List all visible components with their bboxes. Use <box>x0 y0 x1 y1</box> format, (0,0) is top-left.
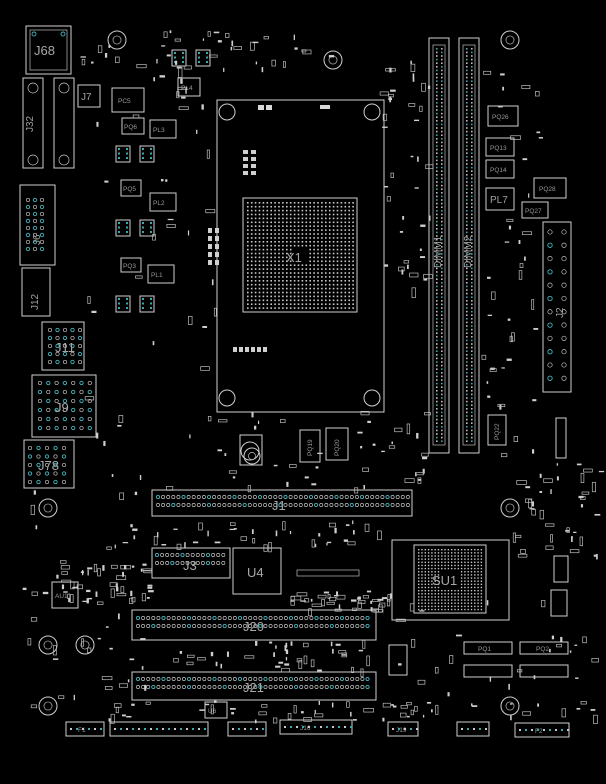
x1-label: X1 <box>286 250 302 265</box>
chip-u4: U4 <box>232 547 360 595</box>
pq28-label: PQ28 <box>539 186 556 193</box>
j6-label: J6 <box>32 234 43 245</box>
connector-j11: J11 <box>41 321 85 371</box>
header-j3: J3 <box>151 547 231 579</box>
pcie-slot-j1: J1 <box>151 489 413 517</box>
pcie-slot-j20: J20 <box>131 609 377 641</box>
j1-label: J1 <box>272 498 286 513</box>
pl2-label: PL2 <box>153 200 165 207</box>
dimm1-label: DIMM1 <box>433 235 444 268</box>
pq27-label: PQ27 <box>525 208 542 215</box>
dimm-slot-1: DIMM1 <box>428 37 450 454</box>
pc5-label: PC5 <box>118 98 131 105</box>
pq14-label: PQ14 <box>490 167 507 174</box>
pq20-label: PQ20 <box>334 439 341 456</box>
pl1-label: PL1 <box>151 272 163 279</box>
connector-j9: J9 <box>31 374 97 438</box>
chipset-su1: SU1 <box>391 539 510 621</box>
bottom-right-components: PQ1 PQ2 <box>388 417 569 678</box>
passive-components <box>22 30 605 724</box>
j2-label: J2 <box>555 307 566 318</box>
connector-j32: J32 <box>22 77 75 169</box>
j12-label: J12 <box>30 293 41 310</box>
j68-label: J68 <box>34 43 55 58</box>
dimm-slot-2: DIMM2 <box>458 37 480 454</box>
bottom-headers: F1 J16 J19 F2 <box>65 719 570 738</box>
pq2-label: PQ2 <box>536 646 549 653</box>
u6-label: U6 <box>208 708 217 715</box>
pl7-label: PL7 <box>490 195 508 206</box>
pq22-label: PQ22 <box>494 423 501 440</box>
j3-label: J3 <box>183 558 197 573</box>
cpu-socket: X1 <box>216 99 385 413</box>
connector-j7: J7 <box>77 84 101 108</box>
mid-components: PQ19 PQ20 <box>239 427 349 466</box>
cpu-pin-grid <box>247 202 354 309</box>
pq13-label: PQ13 <box>490 145 507 152</box>
pq6-label: PQ6 <box>124 124 137 131</box>
right-power-components: PQ26 PQ13 PQ14 PQ28 PL7 PQ27 PQ22 <box>485 105 567 446</box>
j20-label: J20 <box>243 619 264 634</box>
pq5-label: PQ5 <box>123 186 136 193</box>
mounting-points <box>38 30 520 716</box>
pq1b-label: PQ1 <box>478 646 491 653</box>
j21-label: J21 <box>243 680 264 695</box>
j16-label: J16 <box>300 725 311 732</box>
connector-j2: J2 <box>542 221 572 393</box>
u4-label: U4 <box>247 565 264 580</box>
j32-label: J32 <box>25 115 36 132</box>
pq26-label: PQ26 <box>492 114 509 121</box>
f2-label: F2 <box>535 728 543 735</box>
pl3-label: PL3 <box>153 127 165 134</box>
j9-label: J9 <box>55 400 69 415</box>
connector-j68: J68 <box>25 25 72 75</box>
su1-label: SU1 <box>432 573 457 588</box>
au1-label: AU1 <box>55 593 68 600</box>
pq19-label: PQ19 <box>307 439 314 456</box>
connector-j78: J78 <box>23 439 75 489</box>
j11-label: J11 <box>55 340 75 355</box>
j78-label: J78 <box>38 458 59 473</box>
pq3-label: PQ3 <box>123 263 136 270</box>
j7-label: J7 <box>81 92 92 103</box>
vrm-components: PL4 PC5 PQ6 PL3 PQ5 PL2 PQ3 PL1 <box>111 49 211 313</box>
j19-label: J19 <box>396 727 407 734</box>
connector-j12: J12 <box>21 267 51 317</box>
connector-j6: J6 <box>19 184 56 266</box>
f1-label: F1 <box>78 727 86 734</box>
dimm2-label: DIMM2 <box>463 235 474 268</box>
pcie-slot-j21: J21 <box>131 671 377 701</box>
